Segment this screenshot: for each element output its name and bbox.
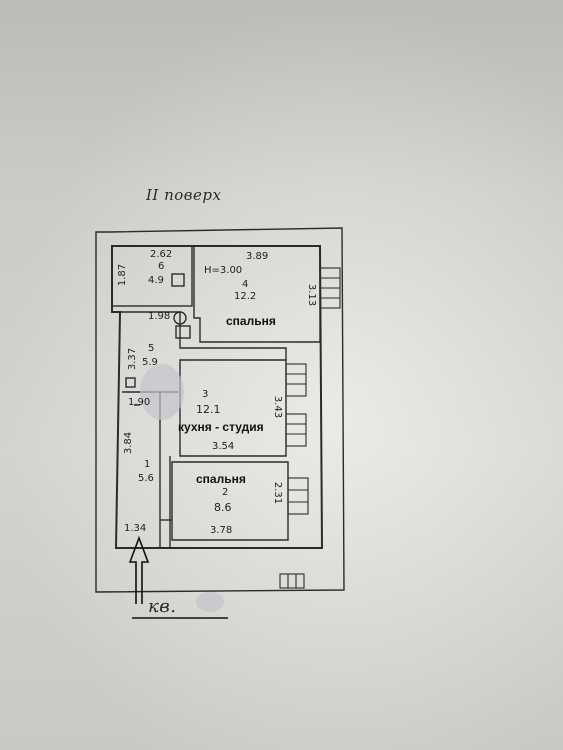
room-3-area: 12.1 xyxy=(196,403,221,416)
room-1-number: 1 xyxy=(144,459,151,470)
bath-fixture xyxy=(171,273,185,287)
window-room-3-b xyxy=(285,413,307,447)
room-6-dim-side: 1.87 xyxy=(117,263,129,287)
room-2-dim-side: 2.31 xyxy=(272,481,284,505)
room-5-area: 5.9 xyxy=(142,357,158,368)
sink-fixture xyxy=(175,325,191,339)
room-5-number: 5 xyxy=(148,343,155,354)
window-room-3-a xyxy=(285,363,307,397)
room-4-number: 4 xyxy=(242,279,249,290)
room-3-name: кухня - студия xyxy=(178,420,264,434)
room-5-dim-bottom: 1.90 xyxy=(128,397,151,408)
room-6-number: 6 xyxy=(158,261,165,272)
boiler-symbol xyxy=(173,311,187,325)
room-2-dim-bottom: 3.78 xyxy=(210,525,233,536)
window-bottom xyxy=(279,573,305,589)
room-2-outline xyxy=(171,461,289,541)
room-1-dim-side: 3.84 xyxy=(123,431,135,455)
room-2-number: 2 xyxy=(222,487,229,498)
room-3-number: 3 xyxy=(202,389,209,400)
entrance-label: кв. xyxy=(148,596,177,617)
room-2-name: спальня xyxy=(196,472,246,486)
room-1-area: 5.6 xyxy=(138,473,154,484)
floor-label: II поверх xyxy=(146,186,222,204)
room-2-area: 8.6 xyxy=(214,501,232,514)
bath-dim: 1.98 xyxy=(148,311,171,322)
room-3-outline xyxy=(179,359,287,457)
smudge xyxy=(140,364,184,420)
entrance-arrow xyxy=(128,535,150,604)
building-outline xyxy=(95,227,345,593)
room-4-area: 12.2 xyxy=(234,291,257,302)
room-4-height: H=3.00 xyxy=(204,265,243,276)
room-6-outline xyxy=(111,245,193,307)
room-4-outline xyxy=(193,245,321,343)
smudge-2 xyxy=(196,592,224,612)
room-4-name: спальня xyxy=(226,314,276,328)
room-5-dim-side: 3.37 xyxy=(127,347,139,371)
room-6-dim-top: 2.62 xyxy=(150,249,173,260)
window-room-2 xyxy=(287,477,309,515)
stove-fixture xyxy=(125,377,136,388)
room-6-area: 4.9 xyxy=(148,275,164,286)
room-4-dim-side: 3.13 xyxy=(306,283,318,307)
room-1-dim-bottom: 1.34 xyxy=(124,523,147,534)
room-3-dim-bottom: 3.54 xyxy=(212,441,235,452)
room-4-dim-top: 3.89 xyxy=(246,251,269,262)
interior-wall-5 xyxy=(120,311,287,360)
room-3-dim-side: 3.43 xyxy=(272,395,284,419)
